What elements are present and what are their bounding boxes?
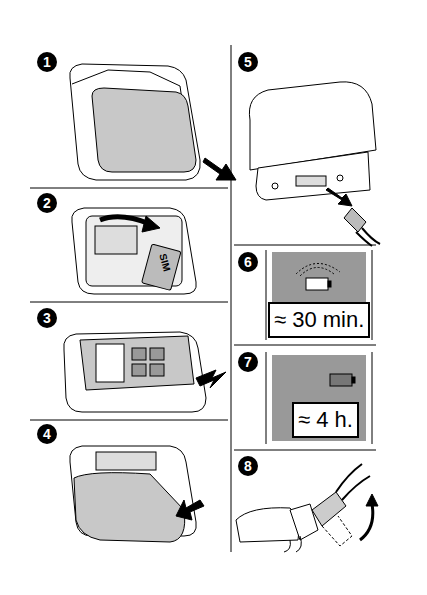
charging-screen xyxy=(266,250,372,340)
callout-number: 8 xyxy=(238,456,258,476)
panel-dividers xyxy=(30,45,376,552)
callout-number: 2 xyxy=(37,193,57,213)
charge-time: ≈ 30 min. xyxy=(268,302,370,338)
callout-number: 7 xyxy=(238,352,258,372)
phone-battery xyxy=(64,332,226,412)
callout-number: 4 xyxy=(37,424,57,444)
unplug-charger xyxy=(236,464,378,552)
phone-cover-closing xyxy=(70,446,204,542)
phone-charger xyxy=(249,82,380,246)
callout-number: 3 xyxy=(37,308,57,328)
charged-screen xyxy=(266,352,372,444)
callout-number: 5 xyxy=(238,52,258,72)
callout-number: 6 xyxy=(238,252,258,272)
phone-sim-slot xyxy=(72,208,197,294)
charge-time: ≈ 4 h. xyxy=(292,402,359,438)
phone-back-cover xyxy=(70,64,236,180)
callout-number: 1 xyxy=(37,52,57,72)
